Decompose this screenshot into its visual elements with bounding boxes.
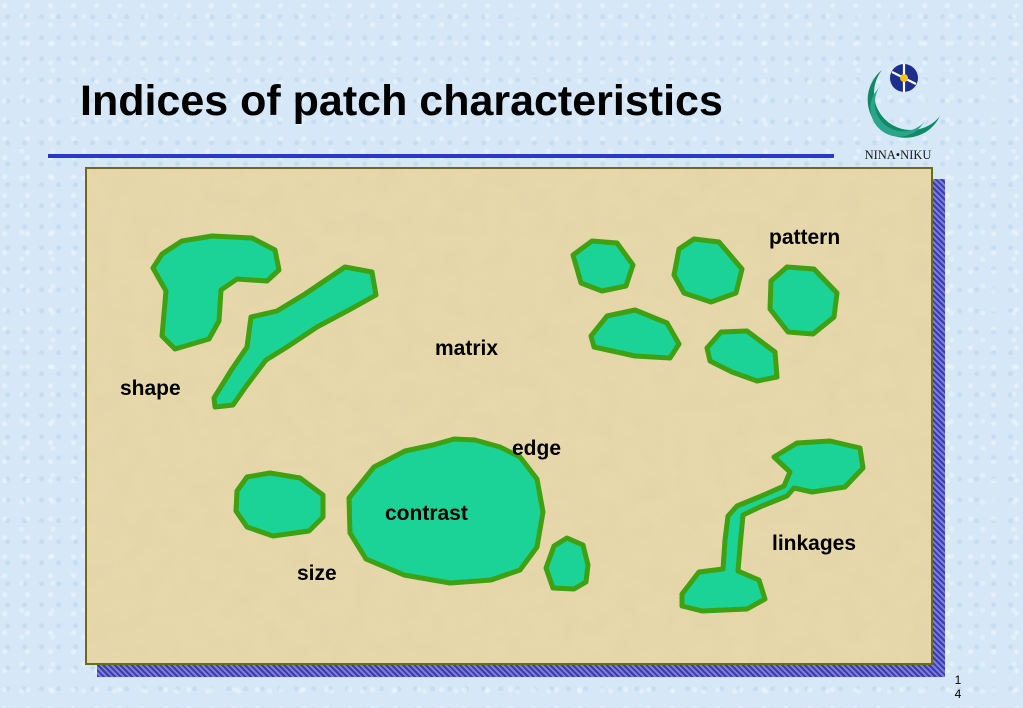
logo-emblem-icon — [867, 64, 940, 138]
page-number-line-1: 1 — [954, 673, 962, 687]
pattern-patch-3 — [767, 264, 840, 337]
shape-label: shape — [120, 377, 181, 400]
slide-title: Indices of patch characteristics — [80, 77, 723, 125]
contrast-label: contrast — [385, 502, 468, 525]
edge-patch — [543, 535, 591, 592]
size-patch — [233, 470, 326, 539]
nina-niku-logo: NINA•NIKU — [852, 58, 944, 168]
pattern-patch-1 — [570, 238, 636, 294]
contrast-patch — [346, 436, 546, 586]
page-number: 1 4 — [948, 673, 968, 701]
patch-diagram — [87, 169, 931, 663]
linkages-patch — [679, 438, 866, 614]
logo-text: NINA•NIKU — [864, 148, 932, 162]
landscape-matrix-panel: pattern matrix shape edge contrast linka… — [85, 167, 933, 665]
matrix-label: matrix — [435, 337, 499, 360]
pattern-label: pattern — [769, 226, 841, 249]
pattern-patch-5 — [704, 328, 780, 384]
edge-label: edge — [512, 437, 562, 460]
size-label: size — [297, 562, 337, 585]
title-underline — [48, 154, 834, 158]
pattern-patch-2 — [671, 236, 745, 305]
page-number-line-2: 4 — [954, 687, 962, 701]
shape-patch — [150, 233, 282, 352]
pattern-patch-4 — [588, 307, 682, 361]
linkages-label: linkages — [772, 532, 857, 555]
shape-elongated-patch — [211, 264, 379, 410]
